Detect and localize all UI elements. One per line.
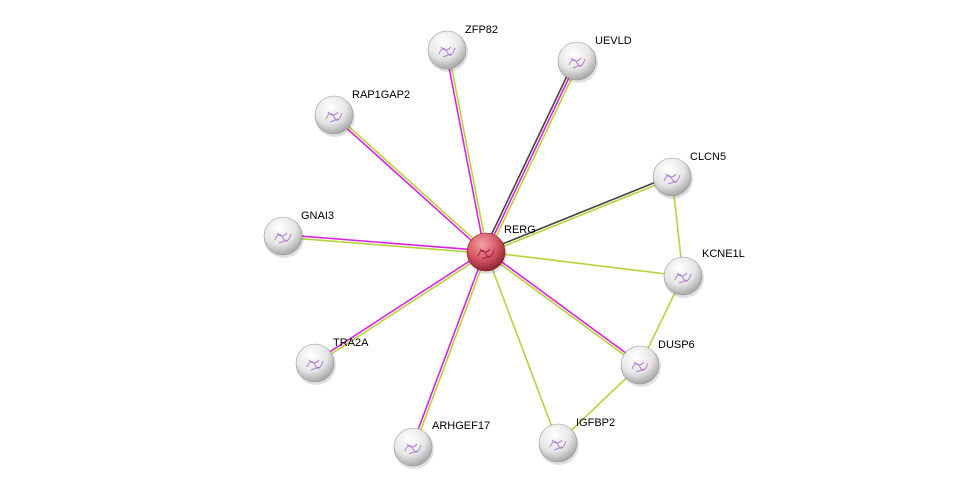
node-gnai3[interactable]: GNAI3 xyxy=(263,210,334,258)
edge-rerg-uevld[interactable] xyxy=(482,59,581,254)
edge-line-textmining xyxy=(486,177,673,254)
edge-rerg-igfbp2[interactable] xyxy=(485,251,559,444)
edge-line-textmining xyxy=(334,113,488,252)
protein-structure-icon xyxy=(549,439,567,451)
edge-rerg-arhgef17[interactable] xyxy=(411,251,488,448)
edge-rerg-rap1gap2[interactable] xyxy=(332,113,488,254)
edge-line-textmining xyxy=(447,49,489,252)
edge-line-textmining xyxy=(315,252,488,365)
edge-rerg-gnai3[interactable] xyxy=(282,233,487,255)
node-rerg[interactable]: RERG xyxy=(466,224,536,274)
protein-structure-icon xyxy=(477,248,495,260)
node-label: GNAI3 xyxy=(301,210,334,222)
edge-line-textmining xyxy=(487,61,581,254)
edge-line-textmining xyxy=(485,251,684,277)
node-label: UEVLD xyxy=(595,35,632,47)
node-label: IGFBP2 xyxy=(576,417,615,429)
node-label: RERG xyxy=(504,224,536,236)
node-clcn5[interactable]: CLCN5 xyxy=(652,151,726,199)
edge-line-experiments xyxy=(313,250,486,363)
edge-line-experiments xyxy=(332,115,486,254)
node-label: ARHGEF17 xyxy=(432,420,490,432)
edge-line-experiments xyxy=(486,250,642,365)
edge-rerg-clcn5[interactable] xyxy=(485,175,673,254)
node-zfp82[interactable]: ZFP82 xyxy=(427,24,498,72)
node-label: CLCN5 xyxy=(690,151,726,163)
node-label: RAP1GAP2 xyxy=(352,89,410,101)
protein-structure-icon xyxy=(663,173,681,185)
node-label: ZFP82 xyxy=(465,24,498,36)
edge-line-experiments xyxy=(411,251,486,447)
edge-line-coexpression xyxy=(482,59,576,252)
edge-line-coexpression xyxy=(485,175,672,252)
edge-rerg-kcne1l[interactable] xyxy=(485,251,684,277)
node-tra2a[interactable]: TRA2A xyxy=(295,337,369,385)
edge-line-experiments xyxy=(444,50,486,253)
node-kcne1l[interactable]: KCNE1L xyxy=(663,248,745,298)
edge-rerg-zfp82[interactable] xyxy=(444,49,489,253)
edge-line-textmining xyxy=(282,236,486,255)
edge-rerg-tra2a[interactable] xyxy=(313,250,488,365)
protein-structure-icon xyxy=(325,111,343,123)
edge-rerg-dusp6[interactable] xyxy=(484,250,642,367)
node-label: TRA2A xyxy=(333,337,369,349)
node-arhgef17[interactable]: ARHGEF17 xyxy=(393,420,490,469)
edge-line-textmining xyxy=(413,252,488,448)
edge-line-textmining xyxy=(484,252,640,367)
protein-structure-icon xyxy=(274,232,292,244)
protein-structure-icon xyxy=(438,46,456,58)
node-label: KCNE1L xyxy=(702,248,745,260)
edge-line-experiments xyxy=(283,233,487,252)
protein-structure-icon xyxy=(631,361,649,373)
node-uevld[interactable]: UEVLD xyxy=(557,35,632,83)
protein-structure-icon xyxy=(306,359,324,371)
protein-structure-icon xyxy=(404,443,422,455)
protein-structure-icon xyxy=(568,57,586,69)
edge-line-experiments xyxy=(485,60,578,253)
protein-structure-icon xyxy=(674,272,692,284)
edge-line-textmining xyxy=(485,251,559,444)
node-rap1gap2[interactable]: RAP1GAP2 xyxy=(314,89,410,137)
node-igfbp2[interactable]: IGFBP2 xyxy=(538,417,615,465)
node-dusp6[interactable]: DUSP6 xyxy=(620,339,695,387)
node-label: DUSP6 xyxy=(658,339,695,351)
